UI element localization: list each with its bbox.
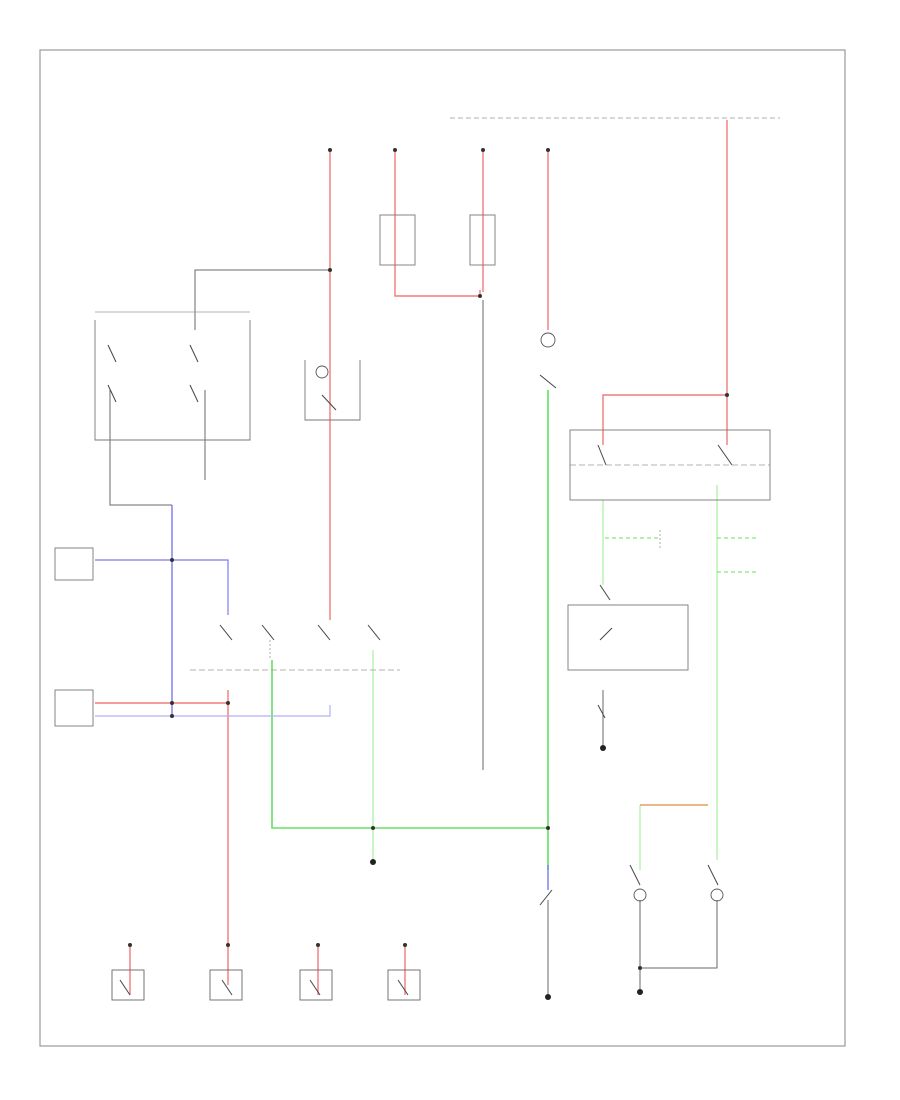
junction-dot [638,966,642,970]
connector-marks [269,530,661,660]
switch-contact [261,624,275,641]
green-wires [271,390,758,870]
junction-dot [170,701,174,705]
indicator-bulb [710,888,724,902]
fuse-block [469,214,496,266]
switch-contact [539,889,553,906]
relay-box [569,429,771,501]
junction-dot [393,148,397,152]
wire-grey [194,269,330,300]
junction-dot [226,701,230,705]
switch-contact [397,979,409,996]
component-boxes [54,214,771,727]
switch-contact [321,394,337,411]
bulbs [315,332,724,902]
switch-contact [539,374,557,389]
bottom-switch-housing [111,969,145,1001]
junction-dot [170,714,174,718]
switch-contact [597,704,606,719]
ground-icon [370,859,376,865]
module-box [54,689,94,727]
indicator-bulb [315,365,329,379]
switch-contact [221,979,233,996]
switch-contact [317,624,331,641]
switch-symbols [107,344,733,996]
switch-contact [219,624,233,641]
switch-contact [629,864,641,886]
junction-dot [725,393,729,397]
ground-icon [600,745,606,751]
wire-green [271,660,548,829]
junction-dot [371,826,375,830]
wire-grey [109,390,172,506]
bottom-switch-housing [209,969,243,1001]
grounds [370,745,643,1000]
junction-dot [328,268,332,272]
wire-light-blue [95,705,331,717]
wire-blue [95,559,229,615]
switch-contact [309,979,321,996]
ground-icon [637,989,643,995]
switch-contact [597,444,607,466]
junction-dot [226,943,230,947]
indicator-bulb [540,332,556,348]
wire-red [602,394,727,445]
diagram-border [39,49,846,1047]
wire-grey [640,900,718,969]
junction-dot [328,148,332,152]
junction-dot [481,148,485,152]
bottom-switch-housing [387,969,421,1001]
ground-icon [545,994,551,1000]
bus-lines [95,117,780,671]
bottom-switch-housing [299,969,333,1001]
bottom-switches [111,969,421,1001]
junction-dot [478,294,482,298]
junction-dot [170,558,174,562]
switch-contact [107,384,117,403]
fuse-block [379,214,416,266]
red-wires [95,120,728,995]
junction-dot [403,943,407,947]
junctions [128,148,729,970]
switch-housing [94,320,251,441]
switch-contact [707,864,719,886]
switch-contact [367,624,381,641]
grey-wires [109,269,718,995]
switch-contact [599,627,613,641]
module-box [54,547,94,581]
switch-contact [119,979,131,996]
switch-contact [189,384,199,403]
switch-contact [107,344,117,363]
switch-housing [304,360,361,421]
junction-dot [316,943,320,947]
blue-wires [95,505,549,890]
junction-dot [128,943,132,947]
switch-contact [599,584,611,601]
indicator-bulb [633,888,647,902]
wire-red [394,290,481,297]
switch-contact [717,444,733,466]
junction-dot [546,148,550,152]
combination-meter [567,604,689,671]
switch-contact [189,344,199,363]
junction-dot [546,826,550,830]
